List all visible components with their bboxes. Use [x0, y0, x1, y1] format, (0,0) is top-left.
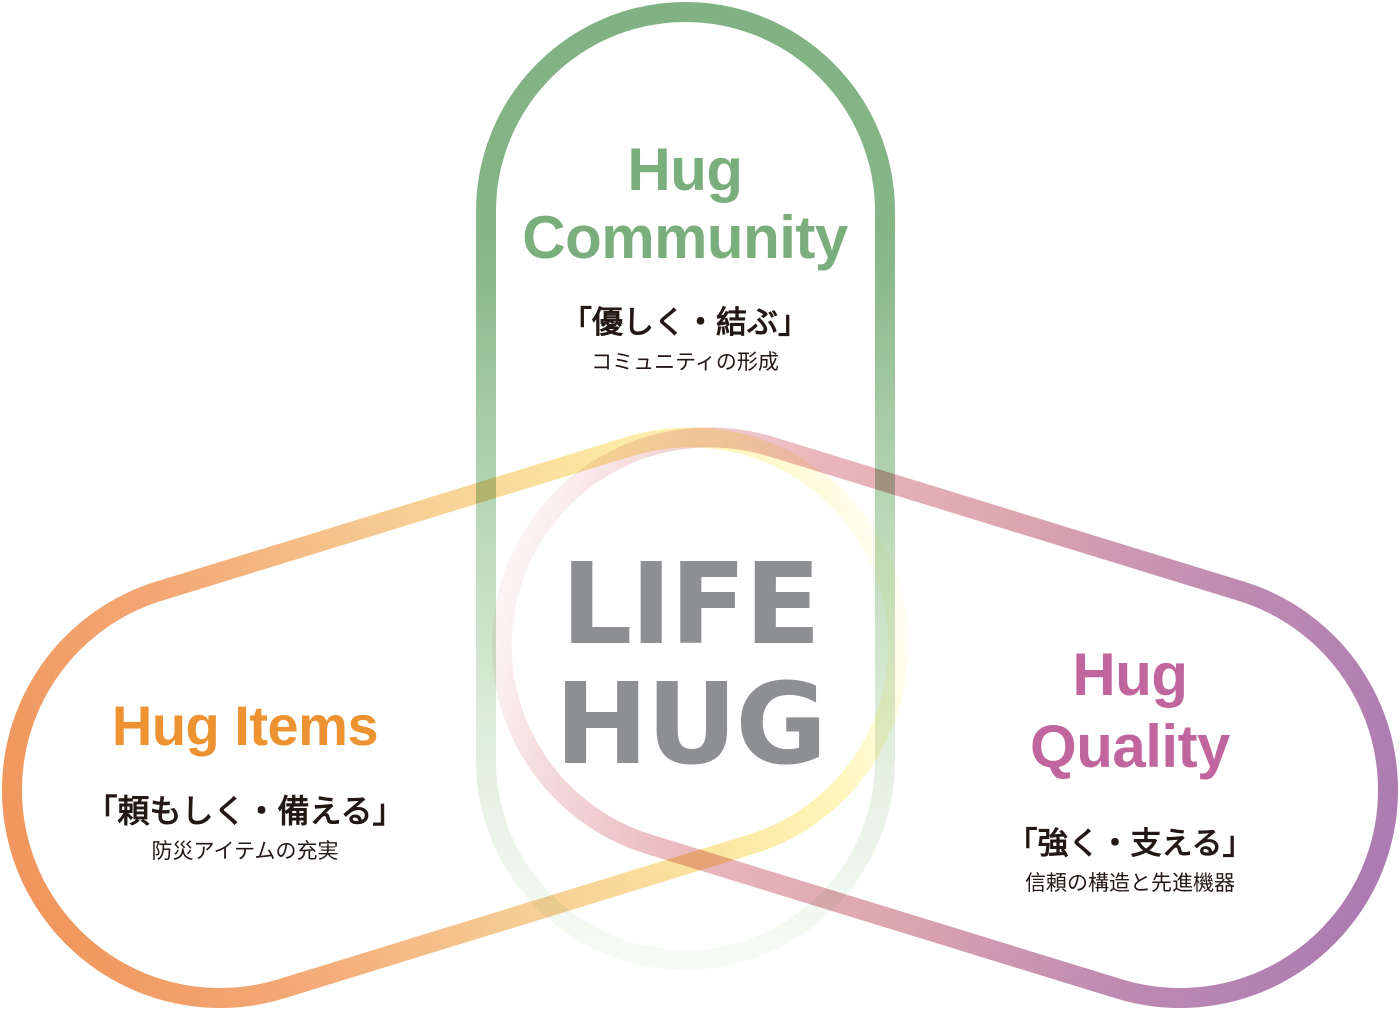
- items-label-group: Hug Items 「頼もしく・備える」 防災アイテムの充実: [50, 698, 440, 864]
- center-logo: LIFE HUG: [520, 545, 860, 785]
- community-title-line2: Community: [522, 204, 848, 271]
- center-line2: HUG: [554, 660, 828, 790]
- quality-title-line2: Quality: [1030, 713, 1230, 780]
- community-description: コミュニティの形成: [591, 350, 779, 375]
- items-title: Hug Items: [111, 694, 379, 757]
- quality-label-group: Hug Quality 「強く・支える」 信頼の構造と先進機器: [980, 645, 1280, 896]
- items-description: 防災アイテムの充実: [151, 839, 339, 864]
- center-line1: LIFE: [560, 540, 821, 670]
- quality-tagline: 「強く・支える」: [1006, 826, 1254, 862]
- community-ring: [476, 2, 895, 970]
- quality-title-line1: Hug: [1072, 641, 1188, 708]
- quality-description: 信頼の構造と先進機器: [1025, 871, 1235, 896]
- quality-title: Hug Quality: [980, 645, 1280, 789]
- items-tagline: 「頼もしく・備える」: [85, 792, 405, 830]
- community-tagline: 「優しく・結ぶ」: [561, 305, 809, 341]
- quality-ring: [491, 427, 1398, 1008]
- community-title-line1: Hug: [627, 136, 743, 203]
- community-label-group: Hug Community 「優しく・結ぶ」 コミュニティの形成: [485, 140, 885, 375]
- community-title: Hug Community: [485, 140, 885, 276]
- center-text: LIFE HUG: [520, 545, 860, 785]
